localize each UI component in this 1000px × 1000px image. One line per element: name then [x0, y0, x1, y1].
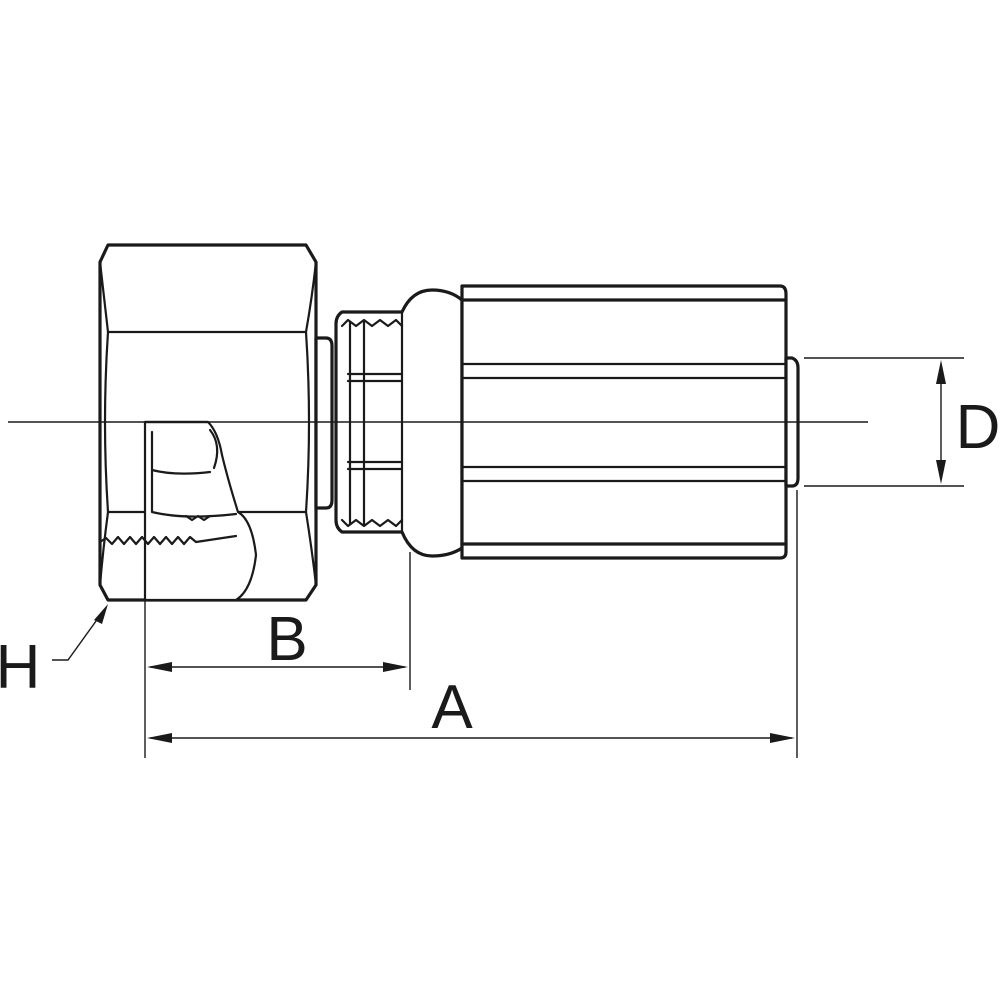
leader-h — [52, 604, 108, 661]
label-d: D — [956, 393, 1000, 462]
label-h: H — [0, 633, 40, 702]
swivel-neck — [314, 288, 464, 558]
dimension-a — [147, 490, 798, 758]
dimension-b — [144, 552, 411, 758]
label-a: A — [431, 673, 473, 742]
label-b: B — [266, 605, 307, 674]
dimension-d — [804, 357, 964, 487]
